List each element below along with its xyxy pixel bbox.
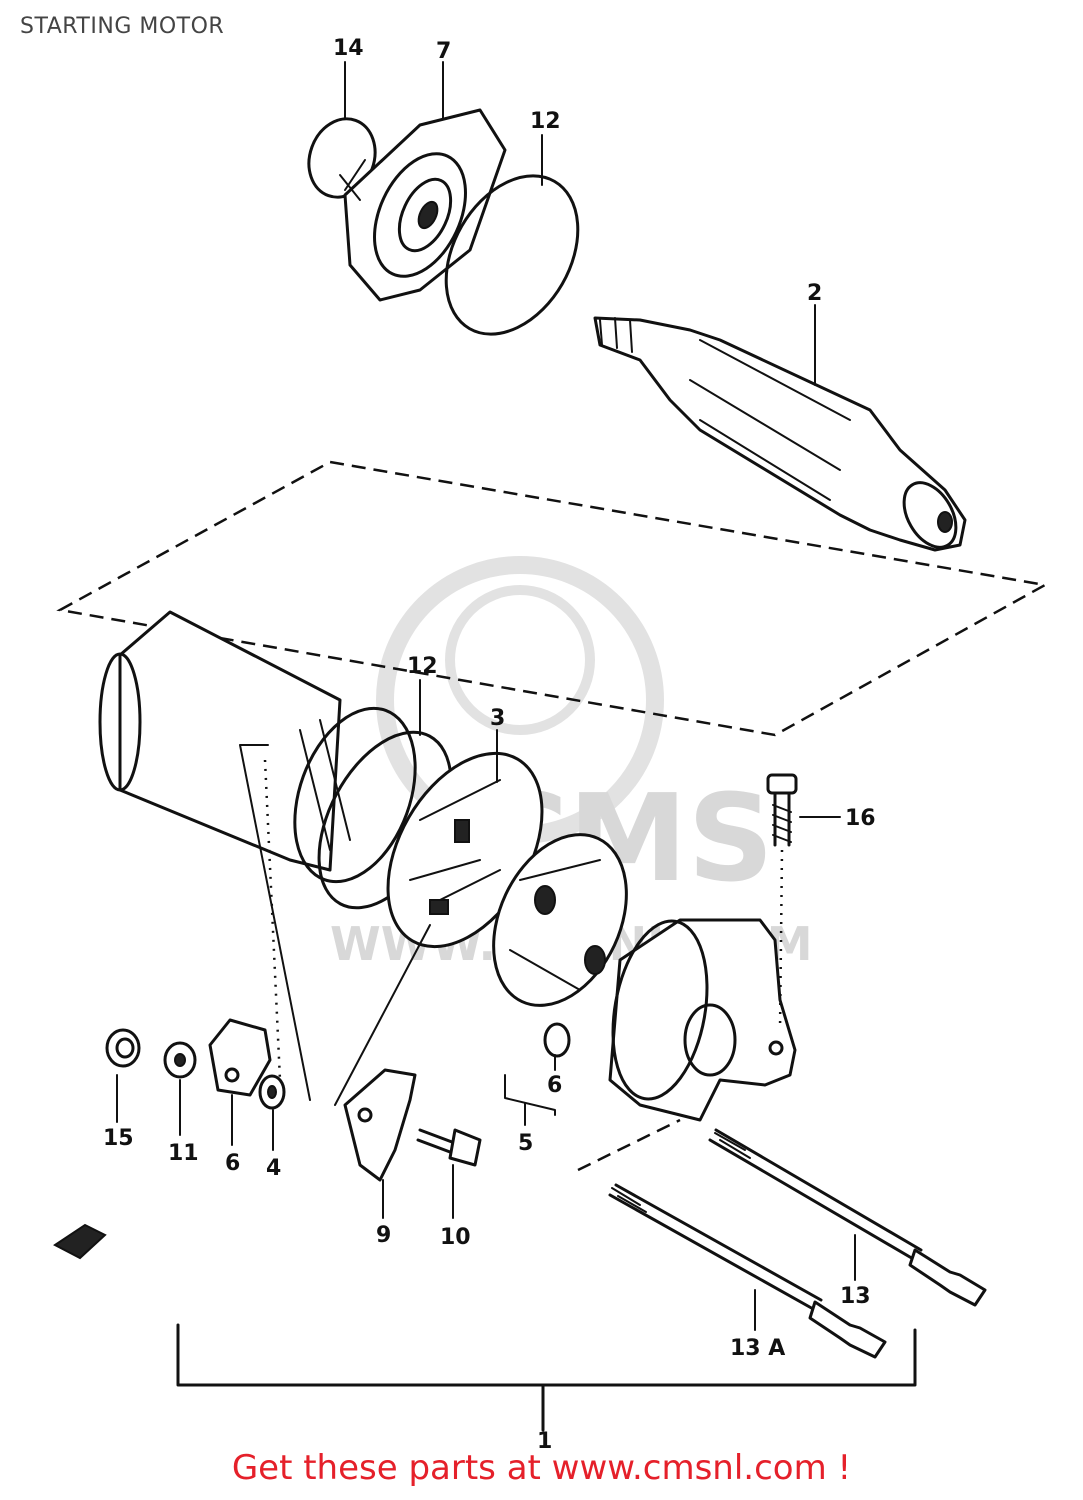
callout-12-middle: 12	[407, 654, 438, 679]
rear-cover	[608, 918, 797, 1122]
bolt-guide	[577, 1118, 681, 1172]
leader-5	[504, 1074, 556, 1126]
part-11-nut	[163, 1041, 197, 1079]
part-6-small-clip	[543, 1022, 571, 1058]
callout-16: 16	[845, 806, 876, 831]
armature	[593, 316, 967, 552]
o-ring-large-top	[444, 174, 580, 336]
callout-1: 1	[537, 1429, 552, 1454]
callout-6-left: 6	[225, 1151, 240, 1176]
callout-9: 9	[376, 1223, 391, 1248]
callout-4: 4	[266, 1156, 281, 1181]
part-9-brush-bracket	[343, 1068, 417, 1182]
motor-yoke	[98, 610, 417, 884]
screw-16	[766, 773, 798, 847]
long-bolt-13a	[608, 1183, 887, 1359]
part-4-washer	[258, 1074, 286, 1110]
callout-7: 7	[436, 39, 451, 64]
leader-9-up	[334, 924, 431, 1106]
front-cover	[339, 108, 507, 302]
long-bolt-13	[708, 1128, 987, 1307]
callout-13a: 13 A	[730, 1336, 785, 1361]
leader-group-left	[239, 744, 311, 1101]
part-6-terminal-cover	[208, 1018, 272, 1097]
screw-16-guide	[778, 849, 784, 1031]
callout-6-right: 6	[547, 1073, 562, 1098]
page-title: STARTING MOTOR	[20, 14, 225, 39]
footer-link[interactable]: Get these parts at www.cmsnl.com !	[231, 1448, 852, 1488]
loose-nut-bottom-left	[53, 1223, 107, 1260]
callout-2: 2	[807, 281, 822, 306]
part-15-bushing	[105, 1028, 141, 1068]
assembly-bracket	[176, 1323, 917, 1432]
callout-11: 11	[168, 1141, 199, 1166]
callout-15: 15	[103, 1126, 134, 1151]
callout-12-top: 12	[530, 109, 561, 134]
brush-set-plate	[492, 833, 628, 1007]
housing-group-outline	[56, 460, 1049, 737]
callout-5: 5	[518, 1131, 533, 1156]
callout-3: 3	[490, 706, 505, 731]
callout-14: 14	[333, 36, 364, 61]
callout-10: 10	[440, 1225, 471, 1250]
part-10-bolt	[416, 1128, 482, 1167]
callout-13: 13	[840, 1284, 871, 1309]
